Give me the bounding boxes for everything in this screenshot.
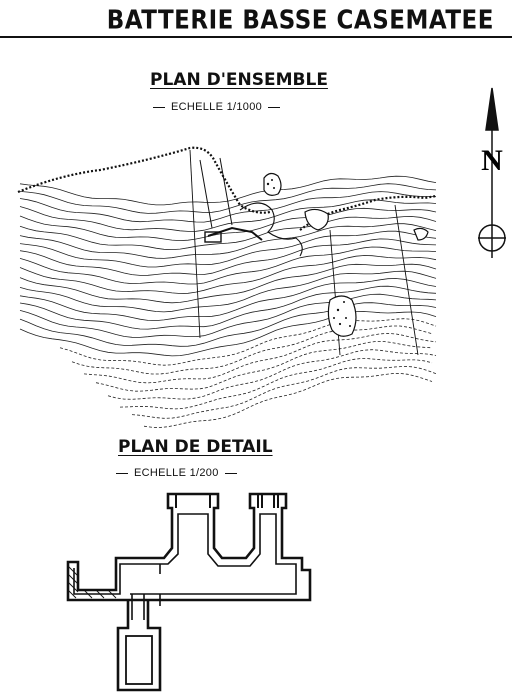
- plan-ensemble-title: PLAN D'ENSEMBLE: [150, 70, 328, 90]
- contour-line: [19, 216, 437, 251]
- contour-line: [107, 349, 437, 400]
- rock-outcrop-mid: [304, 208, 329, 231]
- contour-line: [59, 318, 437, 366]
- contour-line: [19, 255, 437, 294]
- contour-line: [19, 223, 437, 259]
- contour-line: [19, 311, 437, 357]
- contour-line: [19, 263, 437, 304]
- contour-line: [19, 278, 437, 322]
- title-rule: [0, 36, 512, 38]
- casemate-inner-wall: [73, 513, 297, 595]
- contour-line: [19, 293, 437, 338]
- contour-line: [19, 285, 437, 330]
- contour-line: [95, 341, 433, 392]
- contour-line: [19, 230, 437, 268]
- contour-line: [19, 183, 437, 214]
- plan-ensemble-scale: ECHELLE 1/1000: [147, 101, 286, 113]
- plan-detail-title: PLAN DE DETAIL: [118, 437, 273, 457]
- contour-line: [19, 207, 437, 242]
- rock-outcrop-north: [263, 172, 282, 196]
- contour-line: [71, 325, 433, 375]
- contour-line: [19, 199, 437, 232]
- contour-line: [83, 332, 437, 384]
- contour-line: [19, 270, 437, 313]
- contour-line: [131, 365, 437, 419]
- shelter-room: [125, 635, 153, 685]
- shelter-outer-wall: [116, 600, 162, 692]
- plan-detail-scale: ECHELLE 1/200: [110, 467, 243, 479]
- contour-line: [19, 238, 437, 276]
- rock-outcrop-east: [413, 227, 429, 241]
- page-title: BATTERIE BASSE CASEMATEE: [106, 6, 494, 36]
- contour-line: [19, 191, 436, 223]
- casemate-outer-wall: [66, 492, 312, 602]
- contour-line: [19, 302, 437, 347]
- contour-line: [19, 246, 437, 285]
- rock-crest-line: [17, 146, 271, 214]
- contour-line: [119, 358, 433, 410]
